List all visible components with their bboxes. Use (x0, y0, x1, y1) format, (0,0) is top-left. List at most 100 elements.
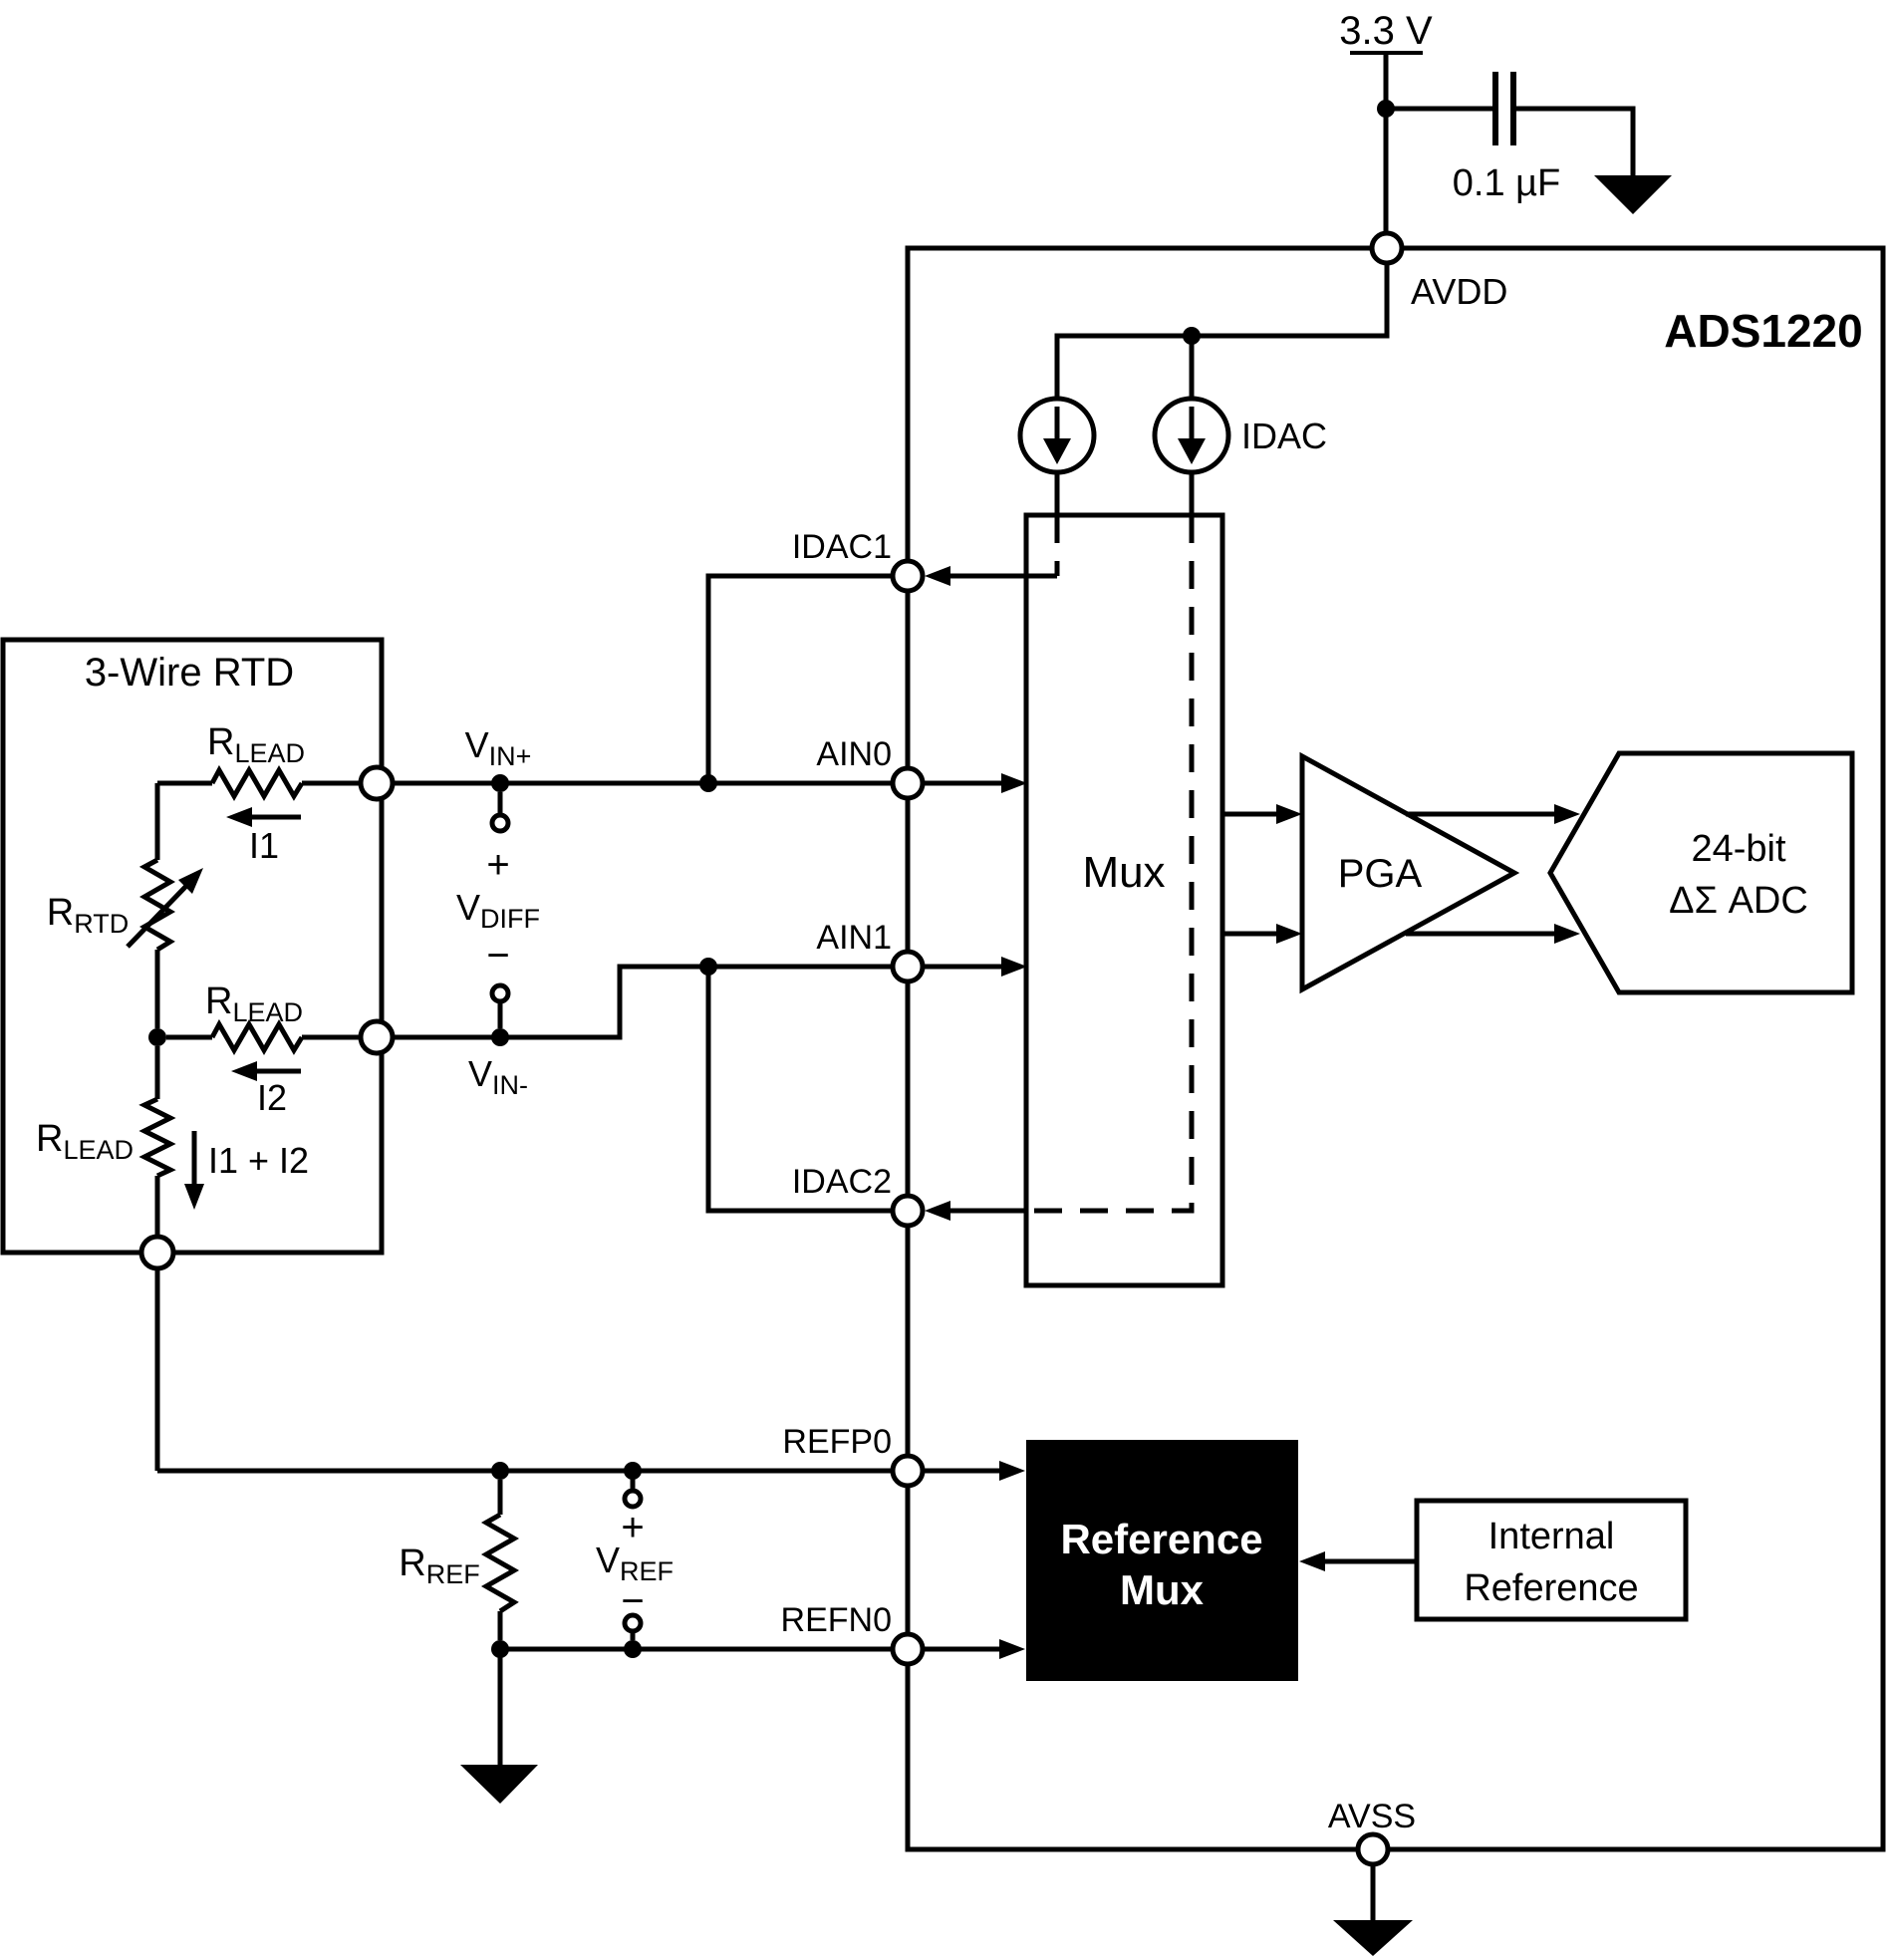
ain0-pin-label: AIN0 (816, 735, 892, 773)
vin-minus-tap-dot (491, 1028, 509, 1046)
r-lead-mid-label: RLEAD (205, 980, 303, 1027)
i1-label: I1 (249, 825, 279, 866)
idac1-to-ain0-wire (705, 573, 893, 783)
i-sum-label: I1 + I2 (208, 1140, 309, 1181)
i2-label: I2 (257, 1077, 287, 1118)
mux-pga-arrow-bottom-icon (1276, 924, 1302, 944)
ain1-arrow-icon (1001, 957, 1027, 977)
vref-section: RREF + VREF − (399, 1462, 674, 1804)
idac2-source-arrow-icon (1178, 438, 1206, 464)
rtd-internal-junction-dot (148, 1028, 166, 1046)
vref-label: VREF (596, 1540, 674, 1586)
rref-resistor (480, 1512, 520, 1614)
vref-minus-sign: − (621, 1579, 644, 1623)
avss-pin (1355, 1831, 1391, 1867)
refn0-pin (890, 1631, 926, 1667)
r-lead-top-label: RLEAD (207, 721, 305, 768)
pga-section: PGA (1222, 751, 1580, 994)
refn0-arrow-icon (999, 1639, 1025, 1659)
chip-name-label: ADS1220 (1664, 305, 1862, 357)
vin-minus-label: VIN- (468, 1053, 528, 1100)
rtd-title: 3-Wire RTD (85, 651, 294, 695)
reference-mux-label-line2: Mux (1120, 1566, 1205, 1613)
ground-symbol-avss (1333, 1920, 1413, 1956)
avdd-internal-junction-dot (1183, 327, 1201, 345)
vref-minus-tap-dot (624, 1640, 642, 1658)
rtd-terminal-top (358, 764, 396, 802)
vref-plus-tap-dot (624, 1462, 642, 1480)
reference-section: Reference Mux Internal Reference (1026, 1440, 1689, 1681)
idac2-routing-dashed (1028, 515, 1195, 1214)
pga-adc-arrow-top-icon (1554, 804, 1580, 824)
r-rtd-variable-arrow-icon (178, 868, 203, 894)
avdd-pin (1369, 230, 1405, 266)
vin-minus-probe-circle (489, 982, 511, 1004)
idac2-arrow-icon (925, 1201, 950, 1221)
ground-symbol-rref (460, 1765, 538, 1804)
vin-plus-probe-circle (489, 812, 511, 834)
avdd-internal-wire (1054, 263, 1390, 399)
idac1-arrow-icon (925, 566, 950, 586)
pga-adc-arrow-bottom-icon (1554, 924, 1580, 944)
vref-minus-probe-circle (622, 1612, 644, 1634)
adc-section: 24-bit ΔΣ ADC (1547, 750, 1855, 995)
ground-symbol-cap (1594, 175, 1672, 214)
r-lead-mid-resistor (209, 1018, 305, 1056)
cap-wire-right (1513, 106, 1636, 175)
rtd-terminal-mid (358, 1018, 396, 1056)
adc-hexagon (1547, 750, 1855, 995)
avss-section: AVSS (1328, 1798, 1416, 1956)
cap-value-label: 0.1 µF (1453, 162, 1561, 204)
i2-arrow-icon (231, 1061, 257, 1081)
idac-label: IDAC (1241, 416, 1327, 456)
avdd-idac-section: AVDD IDAC (1017, 230, 1507, 515)
ain1-net-wire (393, 964, 893, 1040)
avdd-label: AVDD (1411, 271, 1507, 312)
i-sum-arrow-icon (184, 1184, 204, 1210)
intref-arrow-icon (1299, 1551, 1325, 1571)
r-rtd-variable-arrow-shaft (126, 881, 191, 949)
adc-label-line2: ΔΣ ADC (1669, 880, 1808, 922)
idac1-pin (890, 558, 926, 594)
avss-label: AVSS (1328, 1798, 1416, 1835)
rref-top-junction-dot (491, 1462, 509, 1480)
vdiff-minus-sign: − (486, 934, 509, 978)
vref-plus-probe-circle (622, 1488, 644, 1510)
vin-plus-label: VIN+ (465, 724, 532, 771)
internal-reference-label-line1: Internal (1488, 1516, 1615, 1557)
internal-reference-label-line2: Reference (1464, 1567, 1638, 1609)
r-lead-top-resistor (209, 764, 305, 802)
r-rtd-label: RRTD (47, 892, 129, 939)
rtd-box (0, 637, 385, 1256)
ain1-pin-label: AIN1 (816, 919, 892, 957)
rtd-section: 3-Wire RTD RLEAD I1 RRTD RLEAD I2 RLEAD … (0, 637, 396, 1471)
rtd-terminal-bottom (138, 1234, 176, 1271)
r-rtd-resistor (138, 857, 176, 953)
vdiff-label: VDIFF (456, 887, 540, 934)
idac1-source-arrow-icon (1043, 438, 1071, 464)
vref-plus-sign: + (621, 1506, 644, 1549)
refn0-pin-label: REFN0 (781, 1601, 892, 1639)
mux-pga-arrow-top-icon (1276, 804, 1302, 824)
idac1-pin-label: IDAC1 (792, 528, 892, 566)
reference-mux-box (1026, 1440, 1298, 1681)
adc-label-line1: 24-bit (1691, 828, 1785, 870)
refp0-pin-label: REFP0 (782, 1423, 892, 1461)
ain0-arrow-icon (1001, 773, 1027, 793)
mux-label: Mux (1082, 848, 1165, 897)
mux-section: Mux (1023, 512, 1225, 1288)
supply-voltage-label: 3.3 V (1339, 9, 1433, 53)
mux-box (1023, 512, 1225, 1288)
vin-section: VIN+ + VDIFF − VIN- (456, 724, 540, 1100)
vdiff-plus-sign: + (486, 843, 509, 887)
ain1-pin (890, 949, 926, 984)
i1-arrow-icon (226, 807, 252, 827)
ain0-pin (890, 765, 926, 801)
r-lead-bottom-label: RLEAD (36, 1118, 134, 1165)
rref-label: RREF (399, 1542, 479, 1589)
idac2-pin-label: IDAC2 (792, 1163, 892, 1201)
r-lead-bottom-resistor (138, 1096, 176, 1179)
pga-label: PGA (1338, 852, 1423, 896)
refp0-pin (890, 1453, 926, 1489)
vin-plus-tap-dot (491, 774, 509, 792)
